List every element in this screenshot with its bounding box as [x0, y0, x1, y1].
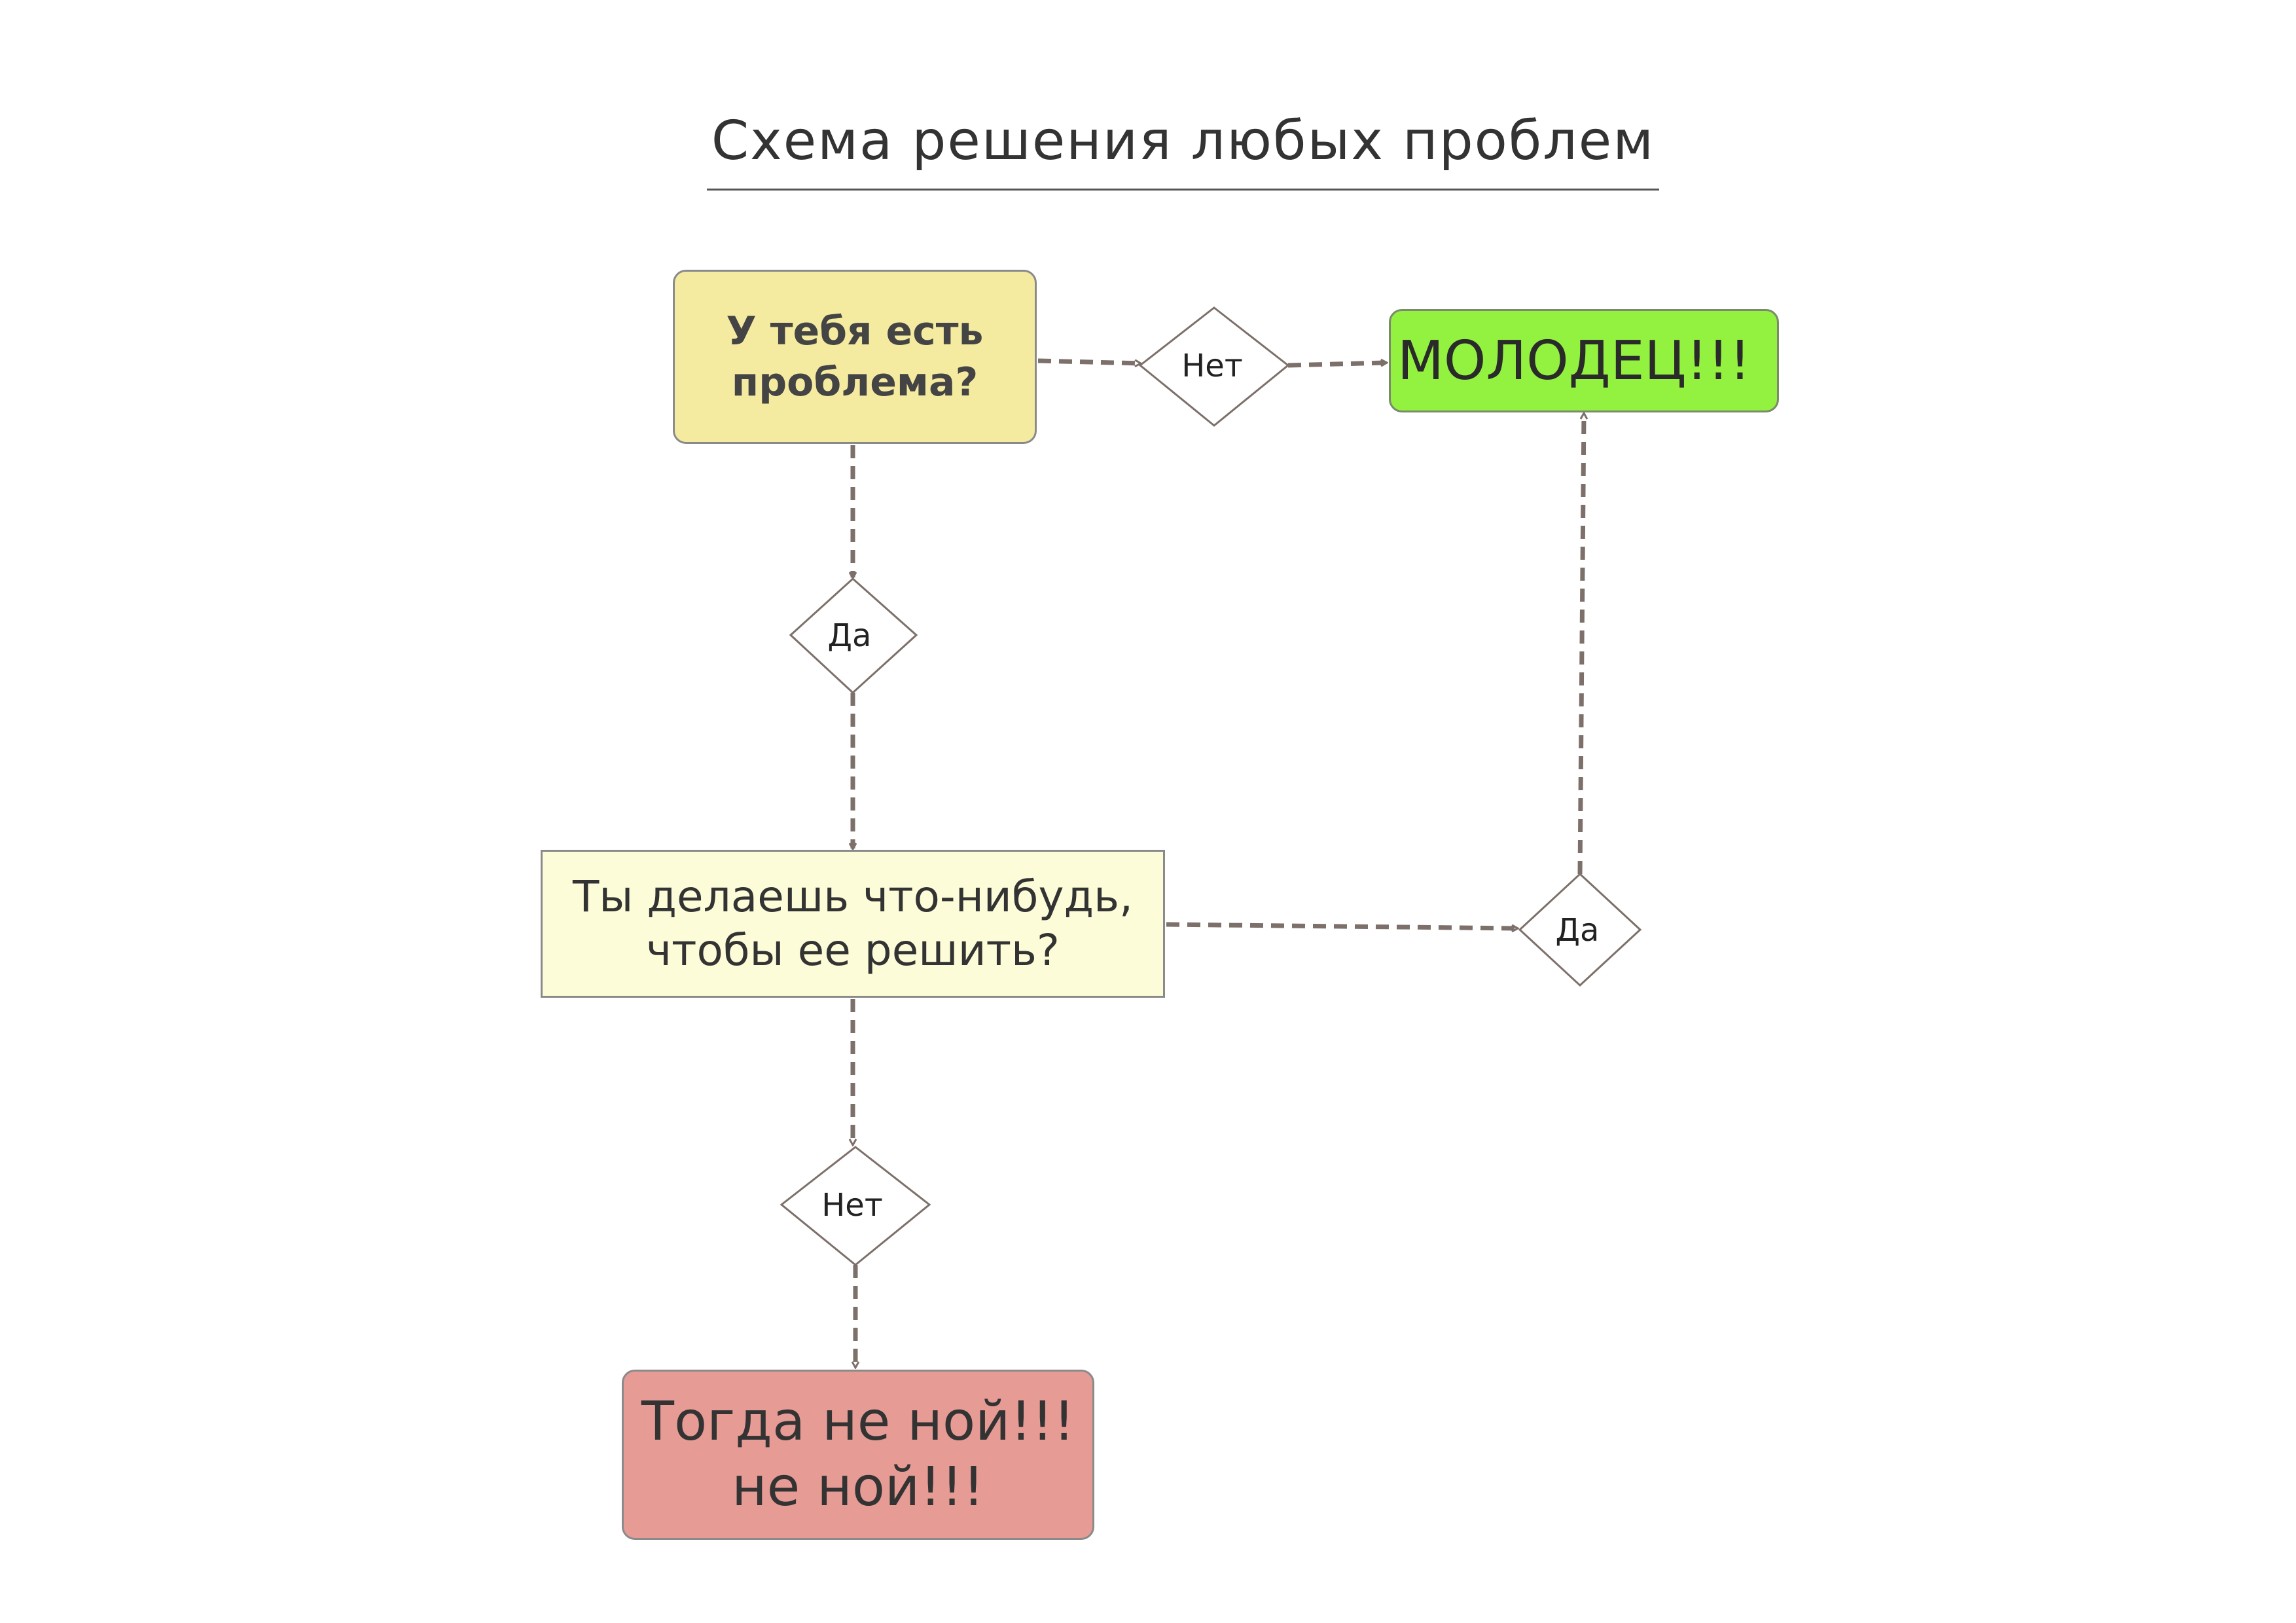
- connector-yes-to-good: [1577, 414, 1584, 875]
- decision-action-yes-label: Да: [1556, 912, 1600, 949]
- decision-start-no-label: Нет: [1181, 348, 1243, 384]
- title-underline: [707, 189, 1659, 191]
- node-stop-whining: Тогда не ной!!! не ной!!!: [622, 1370, 1094, 1540]
- decision-action-no-diamond: [780, 1146, 931, 1266]
- node-doing-something: Ты делаешь что-нибудь, чтобы ее решить?: [541, 850, 1165, 998]
- decision-action-yes-diamond: [1518, 872, 1642, 987]
- diagram-title: Схема решения любых проблем: [711, 109, 1655, 172]
- decision-start-yes-diamond: [789, 577, 918, 695]
- connector-start-to-no: [1037, 358, 1140, 363]
- node-have-problem: У тебя есть проблема?: [673, 270, 1037, 444]
- node-well-done: МОЛОДЕЦ!!!: [1389, 309, 1779, 412]
- decision-action-no-label: Нет: [821, 1187, 883, 1224]
- connector-no-to-good: [1287, 363, 1386, 368]
- decision-start-yes-label: Да: [828, 617, 872, 654]
- connector-action-to-yes: [1166, 922, 1517, 928]
- decision-start-no-diamond: [1138, 306, 1290, 427]
